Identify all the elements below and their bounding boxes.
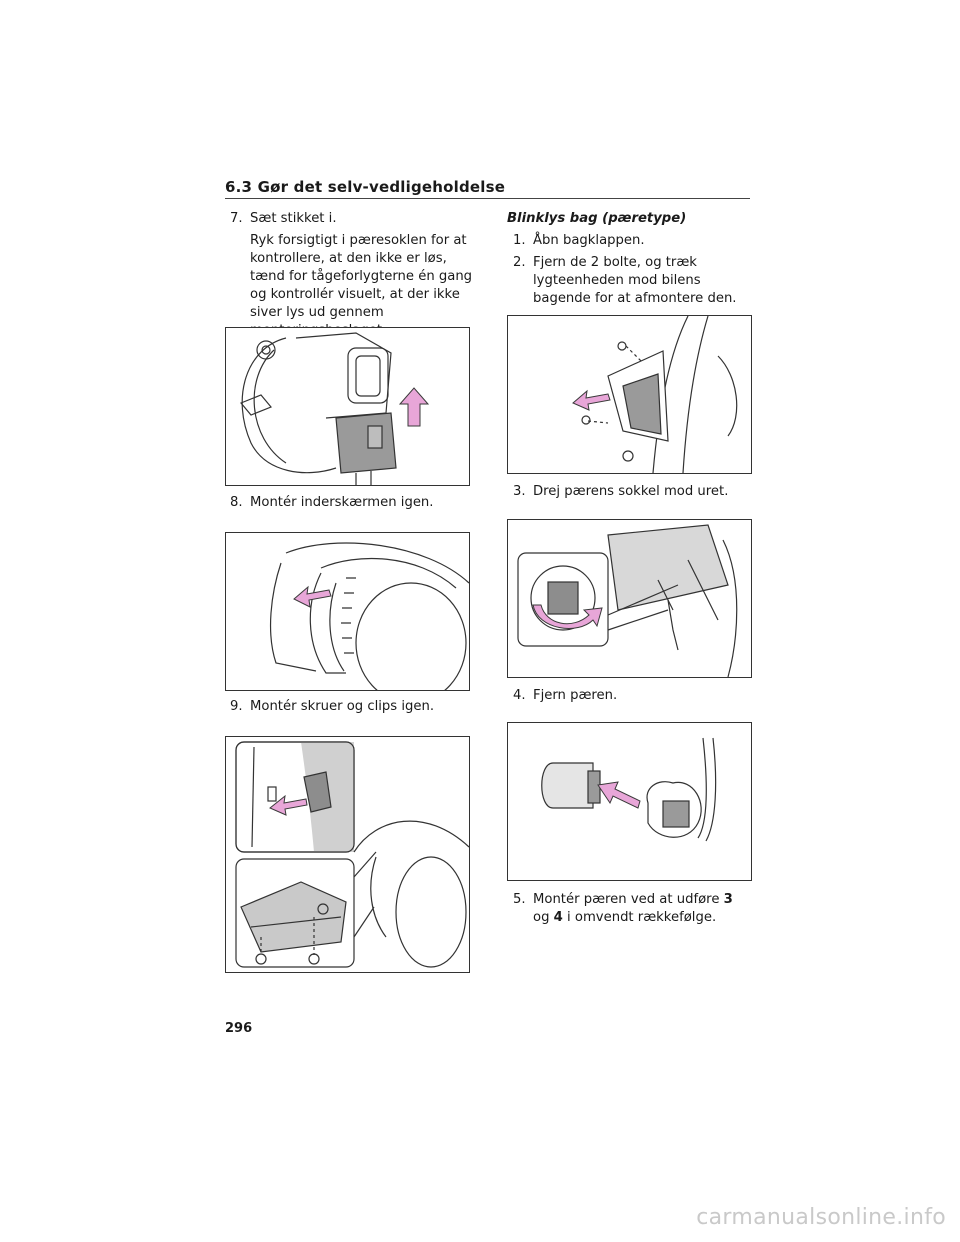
section-header: 6.3 Gør det selv-vedligeholdelse xyxy=(225,178,506,196)
inner-fender-illustration xyxy=(269,542,469,690)
step-7: 7. Sæt stikket i. Ryk forsigtigt i pæres… xyxy=(230,210,480,340)
step-text: Montér skruer og clips igen. xyxy=(250,699,435,714)
step-9: 9. Montér skruer og clips igen. xyxy=(230,698,480,716)
bulb-socket-rotate-illustration xyxy=(517,524,738,677)
step-reference: 3 xyxy=(723,892,733,907)
step-1: 1. Åbn bagklappen. xyxy=(513,232,752,250)
step-8: 8. Montér inderskærmen igen. xyxy=(230,494,480,512)
step-text: Montér inderskærmen igen. xyxy=(250,495,434,510)
figure-rear-lamp-removal xyxy=(507,315,752,474)
header-divider xyxy=(225,198,750,199)
step-number: 1. xyxy=(513,233,526,248)
step-number: 8. xyxy=(230,495,243,510)
watermark: carmanualsonline.info xyxy=(696,1205,946,1230)
screws-clips-illustration xyxy=(235,741,469,968)
rear-turn-signal-section: Blinklys bag (pæretype) 1. Åbn bagklappe… xyxy=(507,210,752,308)
step-text: Åbn bagklappen. xyxy=(533,233,645,248)
step-paragraph: Ryk forsigtigt i pæresoklen for at kontr… xyxy=(250,233,473,338)
step-5: 5. Montér pæren ved at udføre 3 og 4 i o… xyxy=(513,891,753,927)
figure-remove-bulb xyxy=(507,722,752,881)
step-reference: 4 xyxy=(553,910,563,925)
step-number: 2. xyxy=(513,255,526,270)
rear-lamp-removal-illustration xyxy=(572,316,738,473)
section-subtitle: Blinklys bag (pæretype) xyxy=(507,211,687,226)
step-2: 2. Fjern de 2 bolte, og træk lygteenhede… xyxy=(513,254,752,308)
step-number: 3. xyxy=(513,484,526,499)
step-number: 9. xyxy=(230,699,243,714)
figure-screws-clips xyxy=(225,736,470,973)
figure-fog-light-connector xyxy=(225,327,470,486)
step-text: Fjern de 2 bolte, og træk lygteenheden m… xyxy=(533,255,737,306)
step-text: Fjern pæren. xyxy=(533,688,618,703)
step-text: Drej pærens sokkel mod uret. xyxy=(533,484,729,499)
step-3: 3. Drej pærens sokkel mod uret. xyxy=(513,483,753,501)
fog-light-illustration xyxy=(240,332,430,485)
step-4: 4. Fjern pæren. xyxy=(513,687,753,705)
step-text-part: i omvendt rækkefølge. xyxy=(562,910,717,925)
step-text-part: og xyxy=(533,910,554,925)
page-number: 296 xyxy=(225,1021,253,1036)
step-number: 7. xyxy=(230,211,243,226)
remove-bulb-illustration xyxy=(541,737,717,842)
step-number: 5. xyxy=(513,892,526,907)
step-text: Sæt stikket i. xyxy=(250,211,337,226)
step-number: 4. xyxy=(513,688,526,703)
step-text-part: Montér pæren ved at udføre xyxy=(533,892,724,907)
figure-bulb-socket-rotate xyxy=(507,519,752,678)
figure-inner-fender xyxy=(225,532,470,691)
